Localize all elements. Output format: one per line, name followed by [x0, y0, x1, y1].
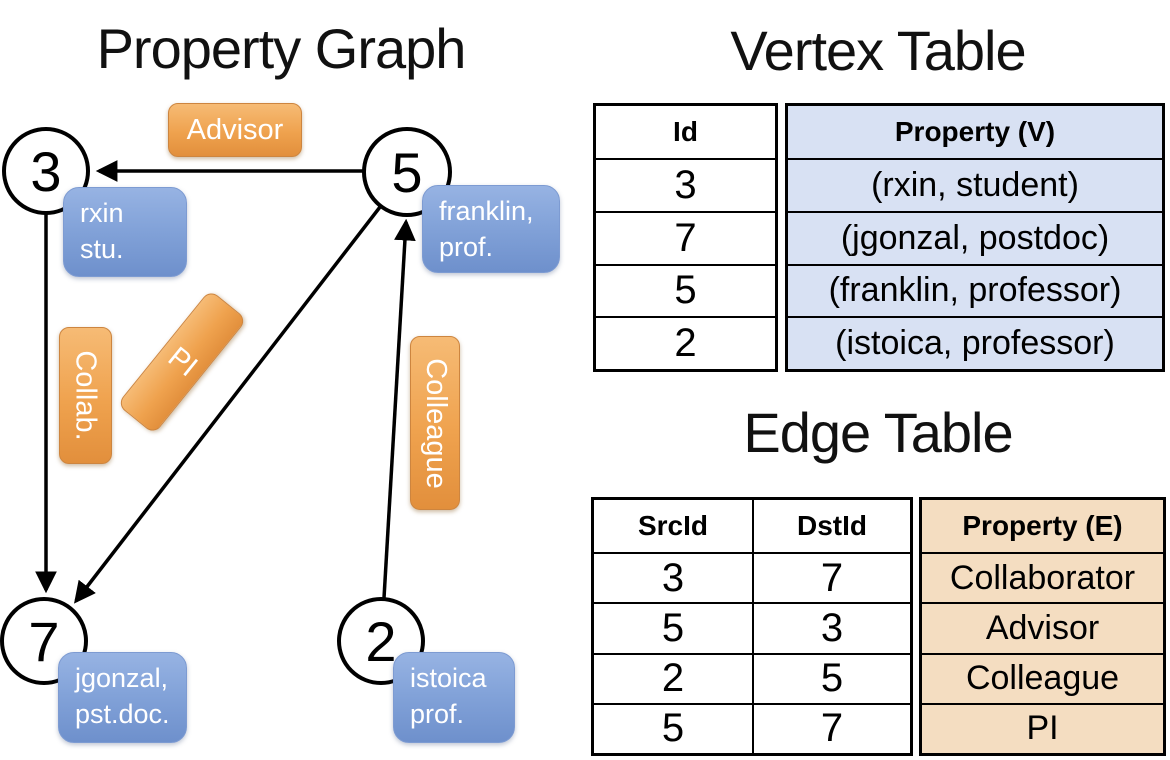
edge-table-title: Edge Table	[743, 401, 1013, 464]
edge-line-colleague-2-to-5	[382, 218, 416, 599]
graph-node-2: 2	[337, 597, 425, 685]
node-property-istoica: istoica prof.	[393, 652, 515, 743]
edge-table-property-cell: PI	[922, 702, 1163, 753]
edge-table-id-columns: SrcId DstId 3 7 5 3 2 5 5 7	[591, 497, 913, 756]
edge-line-pi-5-to-7	[74, 205, 382, 604]
edge-table-srcid-cell: 5	[594, 702, 752, 753]
edge-table-dstid-cell: 3	[752, 602, 910, 653]
graph-node-5-id: 5	[391, 140, 423, 204]
node-property-franklin: franklin, prof.	[422, 185, 560, 273]
edge-label-advisor-text: Advisor	[186, 113, 284, 146]
vertex-table-id-cell: 7	[596, 210, 775, 264]
edge-table-srcid-cell: 5	[594, 602, 752, 652]
edge-table-srcid-cell: 3	[594, 552, 752, 602]
edge-table-header-property: Property (E)	[962, 510, 1123, 541]
vertex-table-property-cell: (rxin, student)	[788, 158, 1162, 211]
vertex-table-id-cell: 2	[596, 316, 775, 369]
edge-table-property-cell: Collaborator	[922, 552, 1163, 602]
graph-node-3-id: 3	[30, 139, 62, 203]
graph-edges-canvas	[35, 160, 416, 604]
vertex-table-header-id: Id	[673, 116, 698, 147]
edge-table-dstid-cell: 7	[752, 552, 910, 603]
graph-node-7-id: 7	[28, 609, 60, 673]
vertex-table-id-cell: 5	[596, 263, 775, 317]
edge-label-advisor: Advisor	[168, 103, 302, 157]
graph-node-2-id: 2	[365, 609, 397, 673]
edge-table-property-cell: Colleague	[922, 652, 1163, 703]
node-property-rxin: rxin stu.	[63, 187, 187, 277]
vertex-table-id-cell: 3	[596, 158, 775, 211]
vertex-table-property-column: Property (V) (rxin, student) (jgonzal, p…	[785, 103, 1165, 372]
vertex-table-property-cell: (istoica, professor)	[788, 316, 1162, 369]
edge-table-header-srcid: SrcId	[637, 510, 709, 541]
edge-label-collab: Collab.	[59, 327, 112, 464]
edge-table-dstid-cell: 7	[752, 702, 910, 753]
vertex-table-id-column: Id 3 7 5 2	[593, 103, 778, 372]
edge-table-property-cell: Advisor	[922, 602, 1163, 652]
edge-label-colleague: Colleague	[410, 336, 460, 510]
edge-table-dstid-cell: 5	[752, 652, 910, 703]
vertex-table-title: Vertex Table	[730, 19, 1026, 82]
edge-label-colleague-text: Colleague	[419, 357, 452, 489]
edge-table-header-dstid: DstId	[752, 500, 910, 552]
edge-label-collab-text: Collab.	[70, 350, 102, 441]
vertex-table-property-cell: (franklin, professor)	[788, 263, 1162, 317]
vertex-table-property-cell: (jgonzal, postdoc)	[788, 210, 1162, 264]
edge-table-srcid-cell: 2	[594, 652, 752, 703]
edge-label-pi-text: PI	[161, 340, 204, 383]
node-property-jgonzal: jgonzal, pst.doc.	[58, 652, 187, 743]
edge-table-property-column: Property (E) Collaborator Advisor Collea…	[919, 497, 1166, 756]
property-graph-title: Property Graph	[96, 17, 467, 80]
vertex-table-header-property: Property (V)	[894, 116, 1056, 147]
graph-node-5: 5	[362, 127, 452, 217]
